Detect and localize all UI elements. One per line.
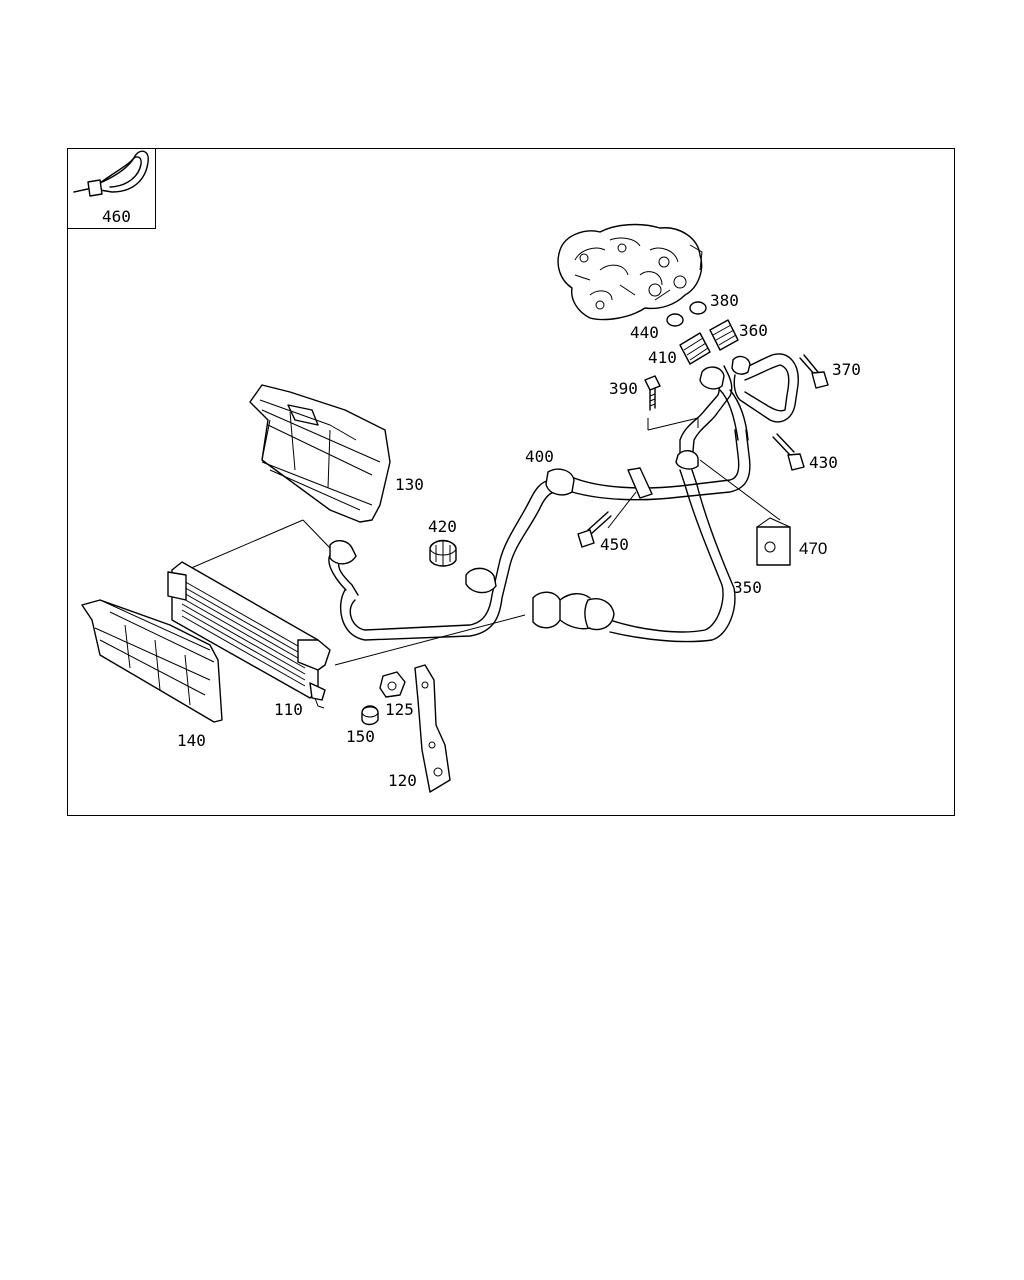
pipe-350 <box>532 353 799 643</box>
label-380: 380 <box>710 291 739 310</box>
label-390: 390 <box>609 379 638 398</box>
part-number-labels: 460 130 420 400 390 440 410 380 360 370 … <box>102 207 861 790</box>
bolt-370 <box>799 354 829 389</box>
label-130: 130 <box>395 475 424 494</box>
label-440: 440 <box>630 323 659 342</box>
rubber-mount-420 <box>429 539 457 567</box>
bolt-450 <box>577 511 612 548</box>
air-shroud-130 <box>249 384 391 523</box>
bracket-120 <box>414 664 451 793</box>
label-110: 110 <box>274 700 303 719</box>
label-470: 470 <box>799 539 827 558</box>
label-140: 140 <box>177 731 206 750</box>
air-shroud-140 <box>81 599 223 723</box>
nut-125 <box>379 671 406 698</box>
bracket-470 <box>756 517 791 566</box>
o-rings <box>666 301 707 327</box>
inset-box-cable-tie <box>67 148 156 229</box>
pipe-clip <box>627 467 653 499</box>
oil-cooler-110 <box>167 561 331 709</box>
label-450: 450 <box>600 535 629 554</box>
label-400: 400 <box>525 447 554 466</box>
bolt-390 <box>644 375 661 411</box>
label-430: 430 <box>809 453 838 472</box>
label-460: 460 <box>102 207 131 226</box>
diagram-frame <box>67 148 955 816</box>
label-125: 125 <box>385 700 414 719</box>
bellows-seals <box>679 319 739 365</box>
label-150: 150 <box>346 727 375 746</box>
label-410: 410 <box>648 348 677 367</box>
bolt-430 <box>772 433 805 471</box>
cable-tie-drawing <box>73 150 149 197</box>
grommet-150 <box>361 705 379 726</box>
label-360: 360 <box>739 321 768 340</box>
label-350: 350 <box>733 578 762 597</box>
label-420: 420 <box>428 517 457 536</box>
leader-lines <box>174 417 781 666</box>
label-370: 370 <box>832 360 861 379</box>
label-120: 120 <box>388 771 417 790</box>
pipe-400 <box>328 429 751 641</box>
gearbox-housing <box>557 223 703 321</box>
